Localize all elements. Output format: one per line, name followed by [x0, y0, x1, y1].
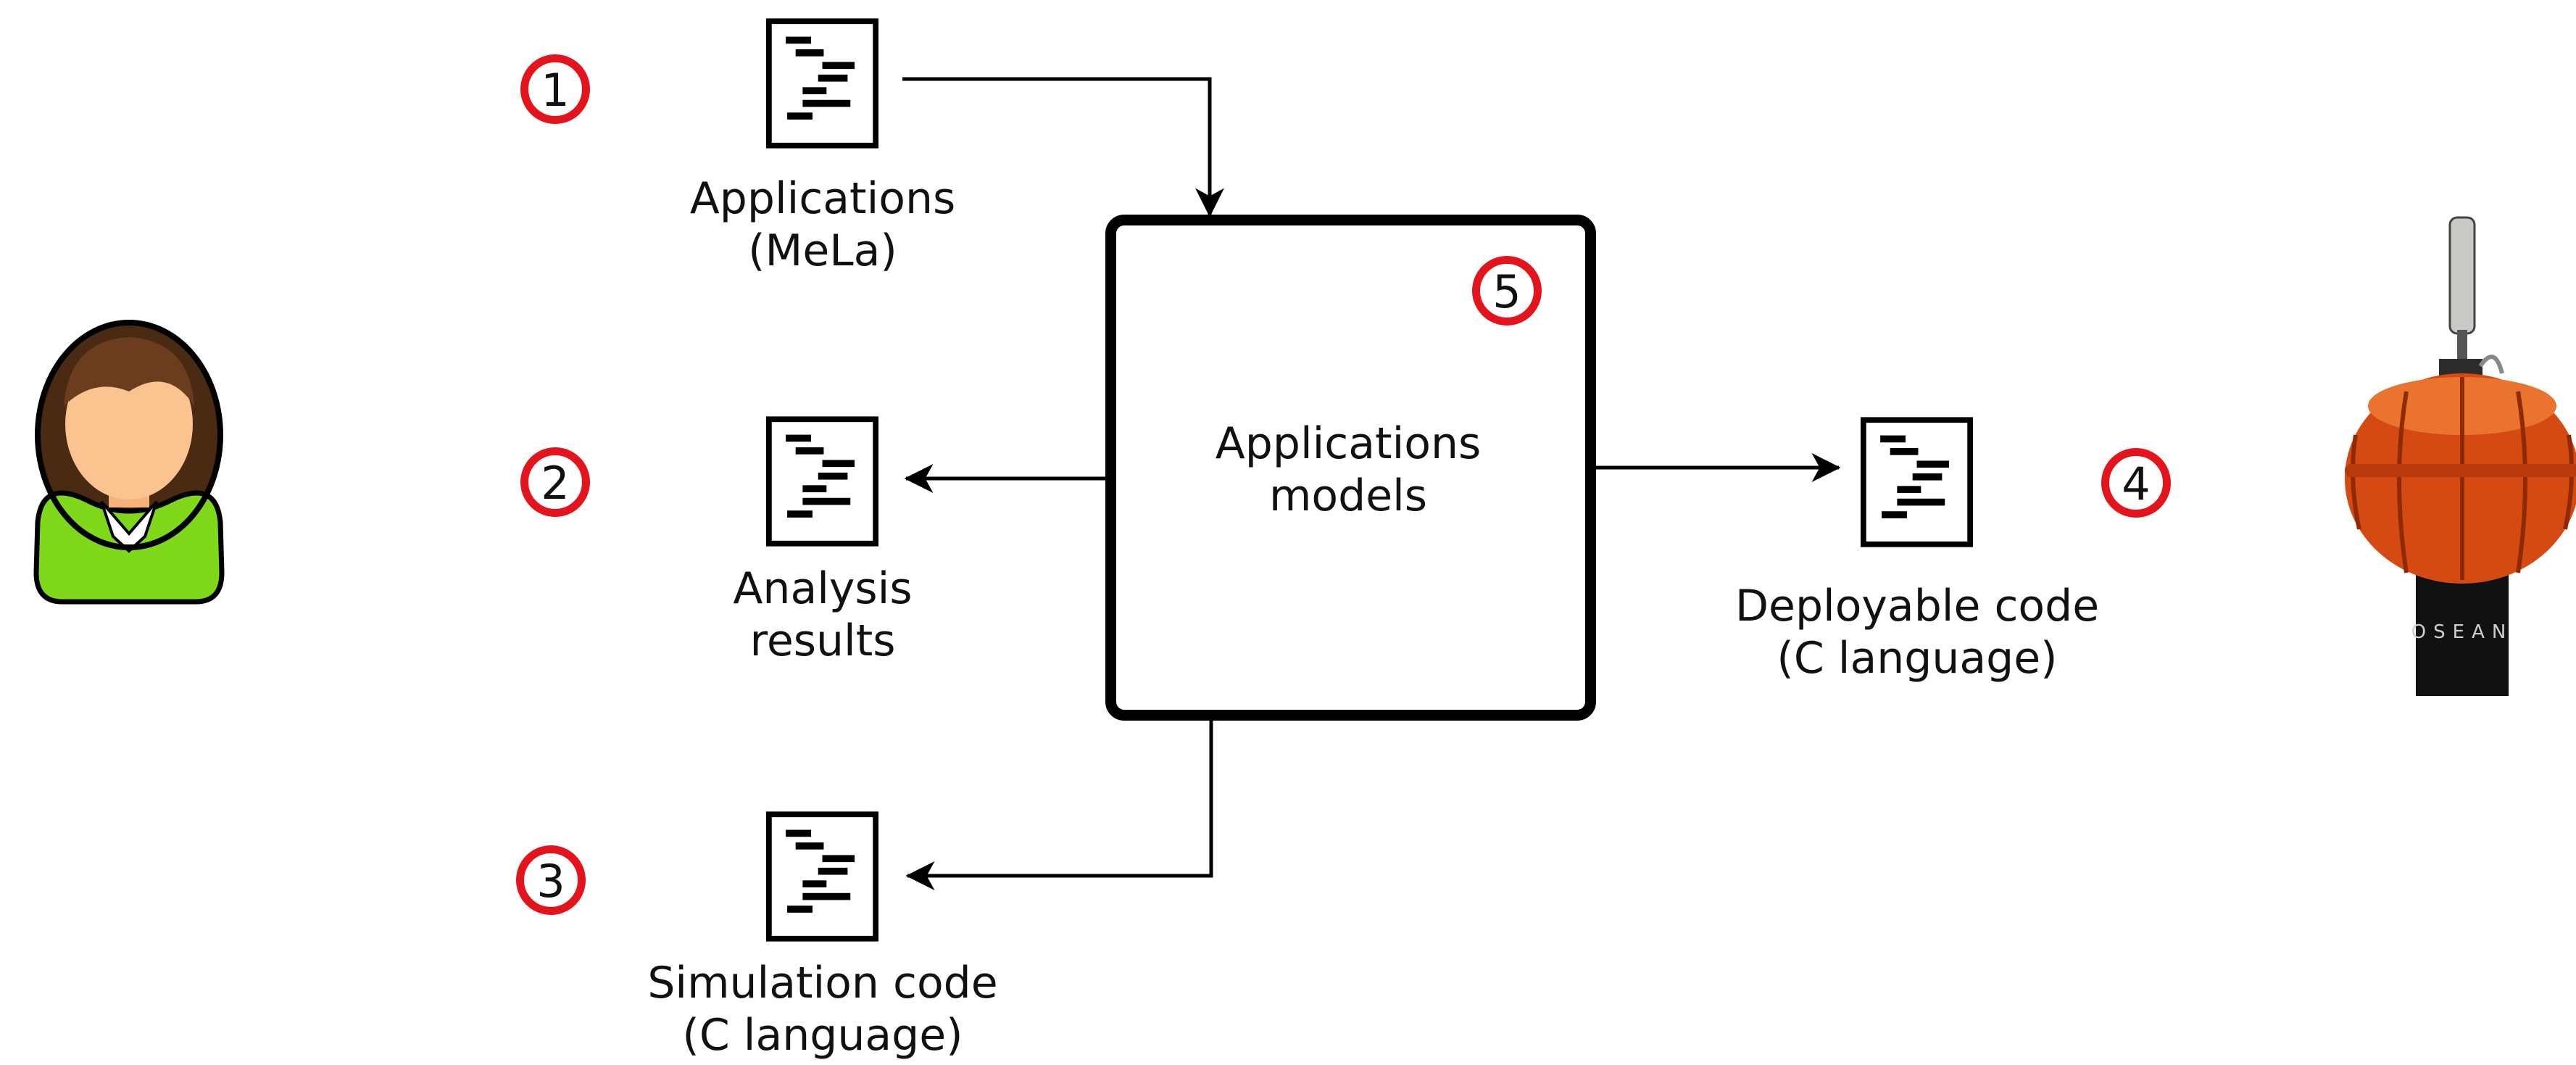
document-icon — [769, 814, 876, 938]
user-avatar-icon — [33, 320, 225, 605]
analysis-results-label: Analysis results — [733, 563, 913, 666]
arrow-models-to-simulation — [905, 718, 1213, 890]
arrow-applications-to-models — [902, 77, 1224, 217]
step-badge-2: 2 — [520, 447, 590, 517]
simulation-code-label: Simulation code (C language) — [647, 958, 998, 1061]
step-badge-3: 3 — [516, 845, 586, 915]
float-device-icon: OSEAN — [2345, 216, 2576, 696]
step-badge-1: 1 — [520, 54, 590, 124]
float-brand-label: OSEAN — [2411, 621, 2514, 643]
applications-label: Applications (MeLa) — [689, 173, 956, 276]
document-icon — [1864, 420, 1970, 544]
applications-models-label: Applications models — [1215, 418, 1482, 521]
document-icon — [769, 21, 876, 145]
step-badge-5: 5 — [1472, 256, 1542, 326]
deployable-code-label: Deployable code (C language) — [1734, 581, 2100, 684]
step-badge-4: 4 — [2101, 448, 2171, 518]
document-icon — [769, 419, 876, 543]
